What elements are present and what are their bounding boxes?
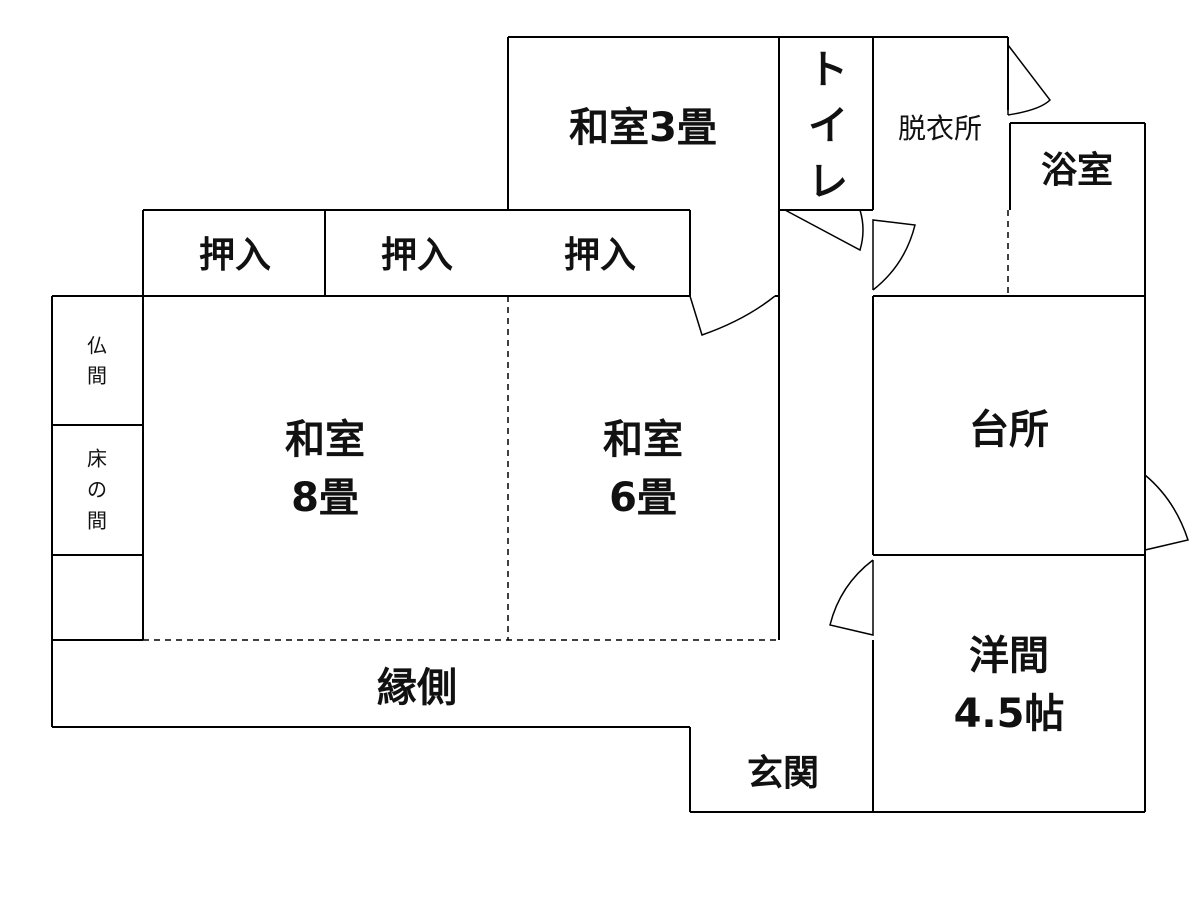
room-washitsu-8jo-line-2: 8畳 <box>291 475 359 521</box>
room-butsuma-char-2: 間 <box>87 364 107 388</box>
room-datsuijo: 脱衣所 <box>898 112 982 145</box>
room-yokushitsu: 浴室 <box>1041 150 1113 191</box>
room-oshiire-3: 押入 <box>564 235 636 276</box>
room-tokonoma-char-1: 床 <box>87 447 107 471</box>
walls <box>51 36 1146 813</box>
room-genkan: 玄関 <box>747 753 819 794</box>
room-oshiire-1: 押入 <box>199 235 271 276</box>
room-washitsu-6jo-line-2: 6畳 <box>609 475 677 521</box>
room-labels: 和室3畳 ト イ レ 脱衣所 浴室 押入 押入 押入 仏 間 床 の 間 和室 … <box>87 47 1113 794</box>
room-toilet-char-2: イ <box>808 103 848 149</box>
room-daidokoro: 台所 <box>969 407 1049 453</box>
room-toilet-char-3: レ <box>808 159 848 205</box>
room-oshiire-2: 押入 <box>381 235 453 276</box>
room-yoma-line-2: 4.5帖 <box>954 691 1065 737</box>
room-tokonoma-char-2: の <box>87 478 107 502</box>
room-engawa: 縁側 <box>377 665 457 711</box>
room-tokonoma-char-3: 間 <box>87 509 107 533</box>
room-yoma-line-1: 洋間 <box>969 633 1049 679</box>
room-washitsu-6jo-line-1: 和室 <box>603 417 683 463</box>
dashed-partitions <box>143 210 1009 641</box>
room-toilet-char-1: ト <box>808 47 848 93</box>
doors <box>689 44 1189 636</box>
room-butsuma-char-1: 仏 <box>87 334 107 358</box>
room-washitsu-3jo: 和室3畳 <box>569 105 717 151</box>
room-washitsu-8jo-line-1: 和室 <box>285 417 365 463</box>
